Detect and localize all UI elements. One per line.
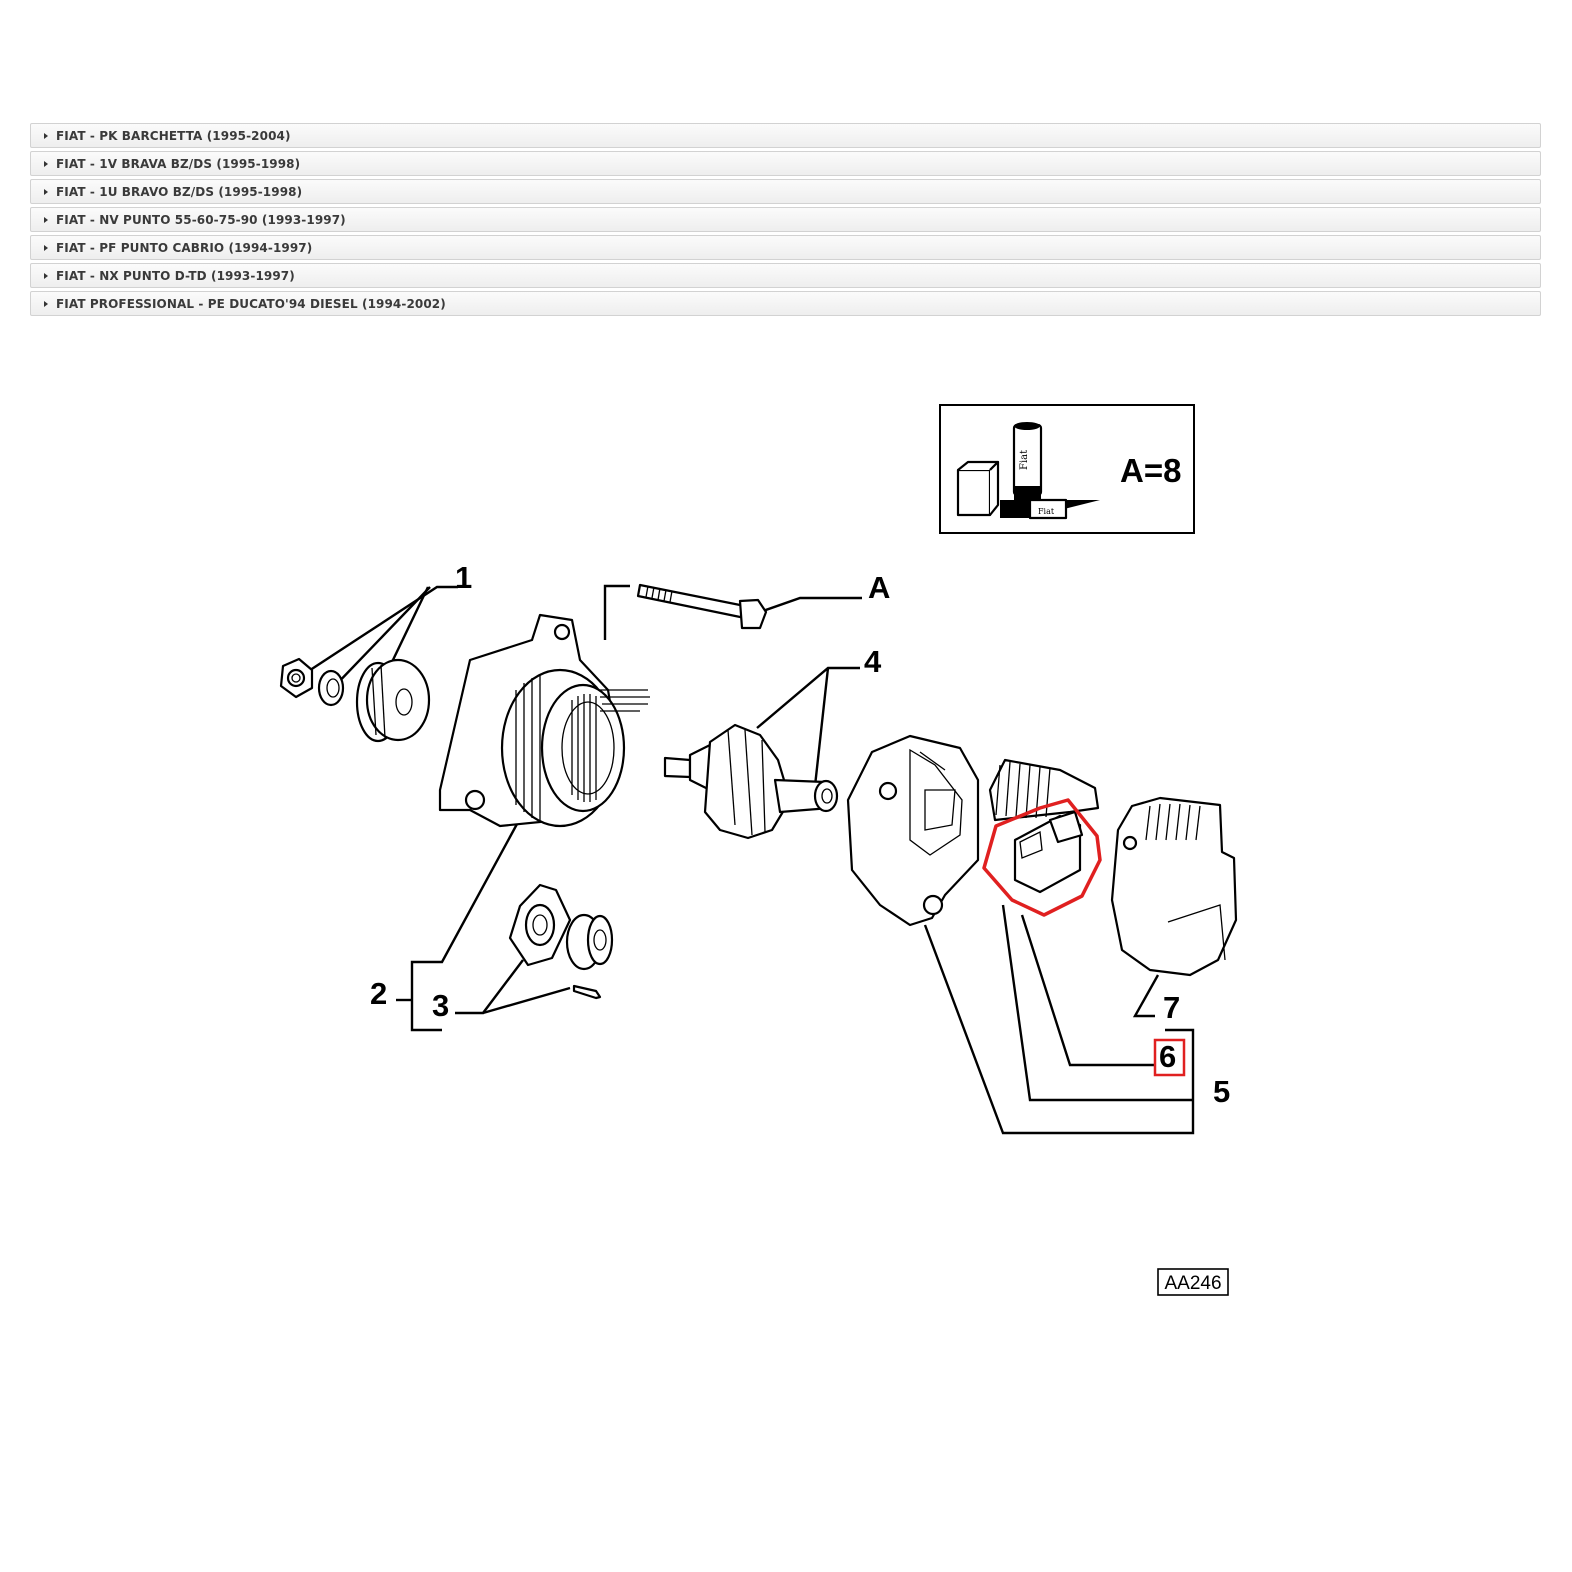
caret-right-icon (44, 244, 48, 251)
torque-wrench-icon: Fiat Fiat (956, 422, 1100, 520)
vehicle-item-label: FIAT - 1U BRAVO BZ/DS (1995-1998) (56, 184, 303, 199)
leader-lines (297, 584, 1195, 1135)
rotor (663, 723, 839, 840)
vehicle-item-ducato[interactable]: FIAT PROFESSIONAL - PE DUCATO'94 DIESEL … (30, 291, 1541, 316)
block-brand-text: Fiat (1038, 507, 1055, 516)
vehicle-item-punto-nx[interactable]: FIAT - NX PUNTO D-TD (1993-1997) (30, 263, 1541, 288)
callout-6: 6 (1159, 1039, 1176, 1074)
vehicle-application-list: FIAT - PK BARCHETTA (1995-2004) FIAT - 1… (30, 123, 1541, 319)
torque-value-label: A=8 (1120, 452, 1181, 489)
pulley-nut-washer-group (279, 657, 431, 743)
rear-housing (846, 734, 980, 927)
caret-right-icon (44, 160, 48, 167)
drawing-reference-code: AA246 (1164, 1273, 1221, 1294)
vehicle-item-label: FIAT - PK BARCHETTA (1995-2004) (56, 128, 291, 143)
callout-labels: 1 2 3 4 5 6 7 A (370, 560, 1230, 1109)
vehicle-item-bravo[interactable]: FIAT - 1U BRAVO BZ/DS (1995-1998) (30, 179, 1541, 204)
through-bolt (636, 583, 768, 630)
caret-right-icon (44, 300, 48, 307)
bearing-plate-screw (508, 883, 614, 1000)
tube-brand-text: Fiat (1019, 450, 1030, 470)
caret-right-icon (44, 132, 48, 139)
vehicle-item-brava[interactable]: FIAT - 1V BRAVA BZ/DS (1995-1998) (30, 151, 1541, 176)
caret-right-icon (44, 272, 48, 279)
torque-spec-box: Fiat Fiat A=8 (939, 404, 1195, 534)
vehicle-item-label: FIAT - 1V BRAVA BZ/DS (1995-1998) (56, 156, 301, 171)
vehicle-item-punto-nv[interactable]: FIAT - NV PUNTO 55-60-75-90 (1993-1997) (30, 207, 1541, 232)
vehicle-item-punto-cabrio[interactable]: FIAT - PF PUNTO CABRIO (1994-1997) (30, 235, 1541, 260)
vehicle-item-label: FIAT PROFESSIONAL - PE DUCATO'94 DIESEL … (56, 296, 446, 311)
front-housing-stator (438, 613, 650, 828)
selected-callout-box (1153, 1038, 1186, 1077)
callout-1: 1 (455, 560, 472, 595)
vehicle-item-label: FIAT - NX PUNTO D-TD (1993-1997) (56, 268, 295, 283)
voltage-regulator (982, 758, 1102, 917)
drawing-reference: AA246 (1157, 1268, 1229, 1296)
callout-a: A (868, 570, 890, 605)
vehicle-item-barchetta[interactable]: FIAT - PK BARCHETTA (1995-2004) (30, 123, 1541, 148)
callout-4: 4 (864, 644, 882, 679)
vehicle-item-label: FIAT - PF PUNTO CABRIO (1994-1997) (56, 240, 313, 255)
caret-right-icon (44, 188, 48, 195)
callout-3: 3 (432, 988, 449, 1023)
rear-cover (1110, 796, 1238, 977)
caret-right-icon (44, 216, 48, 223)
callout-7: 7 (1163, 990, 1180, 1025)
callout-5: 5 (1213, 1074, 1230, 1109)
vehicle-item-label: FIAT - NV PUNTO 55-60-75-90 (1993-1997) (56, 212, 346, 227)
highlight-outline (982, 798, 1102, 917)
callout-2: 2 (370, 976, 387, 1011)
